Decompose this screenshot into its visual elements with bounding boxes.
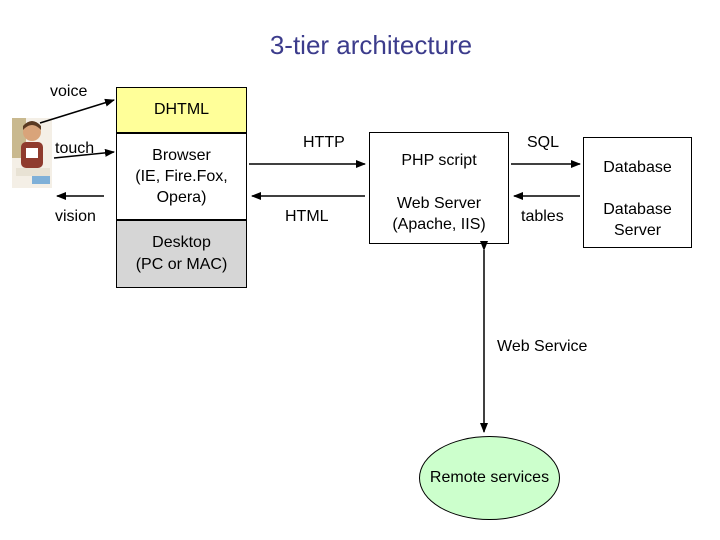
sense-voice: voice — [50, 83, 88, 100]
browser-box: Browser (IE, Fire.Fox, Opera) — [116, 133, 247, 220]
browser-list-line1: (IE, Fire.Fox, — [135, 168, 228, 185]
database-server-line2: Server — [613, 222, 662, 239]
database-server-line1: Database — [603, 201, 672, 218]
touch-arrow — [53, 148, 115, 159]
dhtml-label: DHTML — [153, 101, 210, 118]
remote-services-label: Remote services — [429, 469, 550, 486]
web-server-box — [369, 132, 509, 244]
web-service-label: Web Service — [497, 338, 588, 355]
database-server-label: Database Server — [583, 199, 692, 241]
web-server-products: (Apache, IIS) — [392, 216, 486, 233]
database-box — [583, 137, 692, 248]
user-photo — [12, 118, 52, 188]
desktop-box: Desktop (PC or MAC) — [116, 220, 247, 288]
http-label: HTTP — [303, 134, 345, 151]
browser-label: Browser — [152, 147, 211, 164]
database-label: Database — [603, 159, 672, 176]
remote-services-ellipse: Remote services — [419, 436, 560, 520]
html-label: HTML — [285, 208, 329, 225]
sense-vision: vision — [55, 208, 96, 225]
tables-label: tables — [521, 208, 564, 225]
php-script-label: PHP script — [401, 152, 477, 169]
sql-label: SQL — [527, 134, 560, 151]
desktop-label: Desktop — [152, 234, 211, 251]
browser-list-line2: Opera) — [156, 189, 207, 206]
diagram-title: 3-tier architecture — [269, 30, 473, 60]
voice-arrow — [39, 98, 115, 124]
dhtml-box: DHTML — [116, 87, 247, 133]
web-server-name: Web Server — [396, 195, 482, 212]
web-server-label: Web Server (Apache, IIS) — [369, 193, 509, 235]
sense-touch: touch — [55, 140, 95, 157]
desktop-os: (PC or MAC) — [135, 256, 228, 273]
